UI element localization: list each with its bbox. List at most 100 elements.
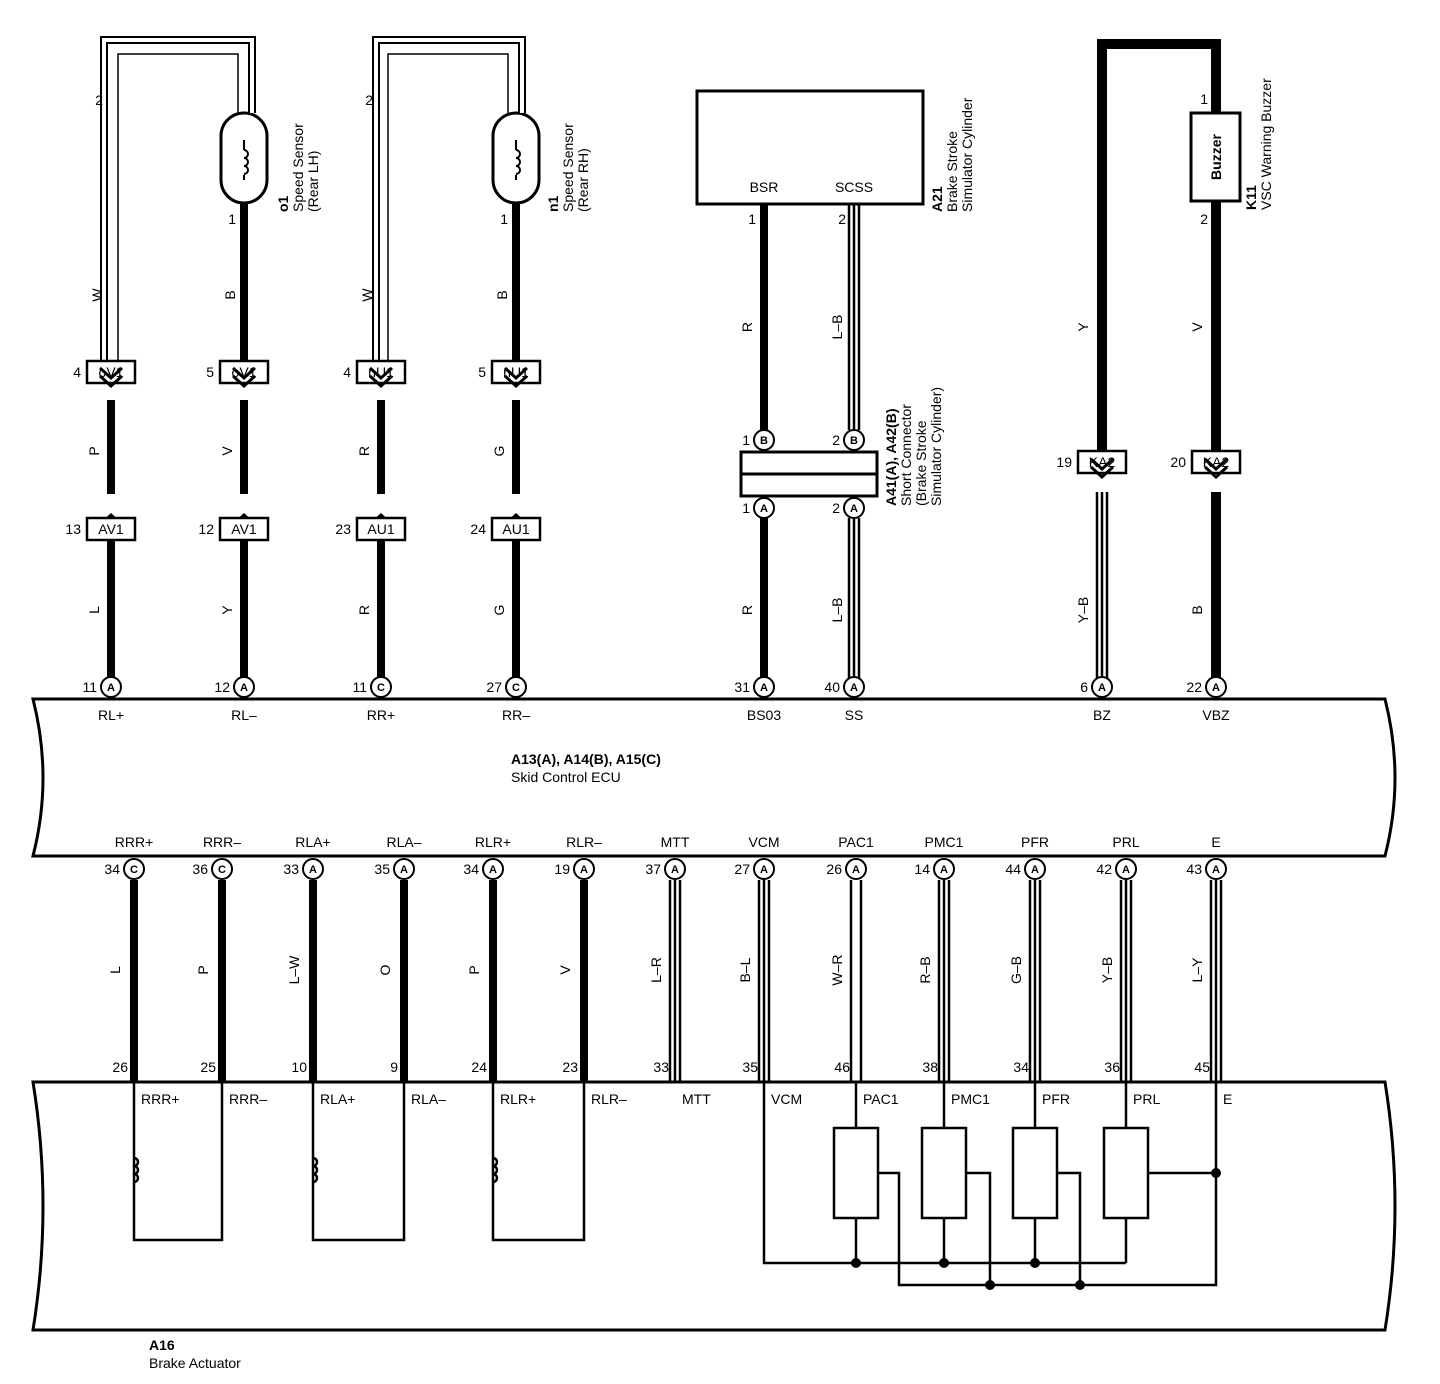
ecu-pin-lower-4-letter: A: [489, 864, 497, 876]
stroke-simulator-name: Brake Stroke: [944, 131, 960, 212]
act-term-lower-6: MTT: [682, 1091, 711, 1107]
actuator-sensor-network: [762, 1082, 1218, 1287]
conn-top-rr_minus-pin: 5: [478, 364, 486, 380]
sc-bot-pin-bs03: 1: [742, 500, 750, 516]
act-pin-lower-2: 10: [291, 1059, 307, 1075]
wire-color-top-bs03: R: [739, 322, 755, 332]
speed-sensor-lh-qualifier: (Rear LH): [305, 151, 321, 212]
wire-color-mid-rl_plus: P: [86, 446, 102, 455]
speed-sensor-lh: [219, 111, 269, 205]
sensor-pin-rr_plus: 2: [365, 92, 373, 108]
w-wire-lh-inner: [117, 53, 239, 362]
stroke-simulator-box: [695, 89, 925, 206]
act-pin-lower-8: 46: [834, 1059, 850, 1075]
ecu-pin-vbz-ring: [1205, 676, 1227, 698]
act-pin-lower-3: 9: [390, 1059, 398, 1075]
ecu-pin-num-lower-0: 34: [104, 861, 120, 877]
conn-bot-rl_plus-label: AV1: [98, 521, 124, 537]
wire-color-lower-12: L–Y: [1189, 957, 1205, 983]
arrow-vbz: [1203, 457, 1229, 480]
arrow-bz: [1089, 457, 1115, 480]
ecu-pin-num-vbz: 22: [1186, 679, 1202, 695]
ecu-term-bs03: BS03: [747, 707, 781, 723]
w-wire-lh: [100, 36, 256, 362]
act-term-lower-0: RRR+: [141, 1091, 180, 1107]
conn-bot-rr_plus-label: AU1: [367, 521, 394, 537]
buzzer-pin-top: 1: [1200, 91, 1208, 107]
conn-vbz-label: KA2: [1203, 454, 1230, 470]
ecu-term-lower-7: VCM: [748, 834, 779, 850]
speed-sensor-rh-label: n1 Speed Sensor (Rear RH): [545, 123, 591, 212]
wire-color-low-rr_minus: G: [491, 605, 507, 616]
ss-wire-lower: [847, 518, 861, 678]
buzzer-code: K11: [1243, 185, 1259, 210]
ecu-pin-vbz-letter: A: [1212, 682, 1220, 694]
wire-color-low-vbz: B: [1189, 605, 1205, 614]
junction-dots: [851, 1168, 1221, 1290]
conn-top-rr_minus-label: nU1: [503, 364, 529, 380]
wire-color-lower-3: O: [377, 964, 393, 975]
conn-top-rl_minus-pin: 5: [206, 364, 214, 380]
ecu-pin-lower-5-letter: A: [580, 864, 588, 876]
speed-sensor-rh-code: n1: [545, 195, 561, 212]
ecu-term-rl_plus: RL+: [98, 707, 124, 723]
short-connector-name3: Simulator Cylinder): [928, 387, 944, 506]
conn-bz-label: KA2: [1089, 454, 1116, 470]
stroke-simulator-code: A21: [929, 186, 945, 212]
ecu-pin-lower-4-ring: [482, 858, 504, 880]
wire-color-lower-10: G–B: [1008, 956, 1024, 984]
act-term-lower-5: RLR–: [591, 1091, 627, 1107]
ecu-pin-lower-7-ring: [753, 858, 775, 880]
buzzer-body-text: Buzzer: [1208, 134, 1224, 180]
act-term-lower-7: VCM: [771, 1091, 802, 1107]
short-connector-code: A41(A), A42(B): [883, 409, 899, 507]
ecu-term-lower-10: PFR: [1021, 834, 1049, 850]
sim-pin-ss: 2: [838, 211, 846, 227]
sc-top-ss-letter: B: [850, 435, 858, 447]
ecu-pin-num-rr_plus: 11: [352, 679, 367, 695]
ss-wire-upper: [847, 204, 861, 430]
ecu-term-ss: SS: [845, 707, 864, 723]
conn-top-rl_plus-pin: 4: [73, 364, 81, 380]
speed-sensor-lh-code: o1: [275, 195, 291, 212]
act-term-lower-10: PFR: [1042, 1091, 1070, 1107]
conn-top-rr_plus-pin: 4: [343, 364, 351, 380]
ecu-pin-bs03-ring: [753, 676, 775, 698]
conn-top-rr_plus-label: nU1: [368, 364, 394, 380]
ecu-pin-lower-11-letter: A: [1122, 864, 1130, 876]
wire-color-low-rl_plus: L: [86, 606, 102, 614]
act-term-lower-12: E: [1223, 1091, 1232, 1107]
wire-color-top-rr_minus: B: [494, 290, 510, 299]
ecu-term-bz: BZ: [1093, 707, 1111, 723]
wire-color-lower-9: R–B: [917, 956, 933, 983]
ecu-term-lower-5: RLR–: [566, 834, 602, 850]
act-pin-lower-1: 25: [200, 1059, 216, 1075]
actuator-name: Brake Actuator: [149, 1355, 241, 1371]
ecu-body: [31, 697, 1397, 858]
ecu-pin-lower-10-ring: [1024, 858, 1046, 880]
arrow-up-rl_plus: [98, 366, 124, 389]
ecu-pin-num-lower-10: 44: [1005, 861, 1021, 877]
ecu-pin-lower-12-ring: [1205, 858, 1227, 880]
act-pin-lower-7: 35: [742, 1059, 758, 1075]
sc-top-bs03-ring: [753, 429, 775, 451]
sc-bot-bs03-letter: A: [760, 503, 768, 515]
act-term-lower-8: PAC1: [863, 1091, 899, 1107]
ecu-pin-num-lower-8: 26: [826, 861, 842, 877]
ecu-pin-lower-1-ring: [211, 858, 233, 880]
ecu-term-vbz: VBZ: [1202, 707, 1230, 723]
sc-top-pin-ss: 2: [832, 432, 840, 448]
ecu-pin-lower-6-letter: A: [671, 864, 679, 876]
ecu-term-lower-9: PMC1: [925, 834, 964, 850]
ecu-pin-num-lower-3: 35: [374, 861, 390, 877]
conn-top-rl_minus-box: [218, 359, 270, 385]
bz-wire-lower: [1095, 492, 1109, 678]
ecu-pin-lower-7-letter: A: [760, 864, 768, 876]
wire-color-top-bz: Y: [1075, 322, 1091, 332]
buzzer-pin-bot: 2: [1200, 211, 1208, 227]
ecu-pin-num-rr_minus: 27: [486, 679, 502, 695]
wire-color-lower-6: L–R: [648, 957, 664, 983]
sensor-pin-rr_minus: 1: [500, 211, 508, 227]
conn-top-rl_plus-label: oV1: [99, 364, 124, 380]
ecu-pin-rr_minus-letter: C: [512, 682, 520, 694]
